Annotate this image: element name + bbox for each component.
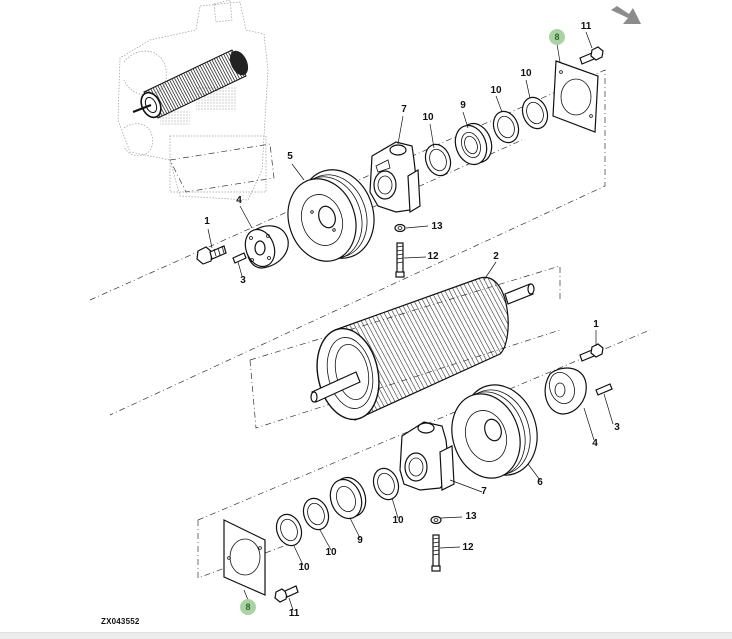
callout-part-1[interactable]: 1 [593, 319, 599, 330]
callout-part-10[interactable]: 10 [298, 562, 310, 573]
callout-part-11[interactable]: 11 [580, 21, 592, 32]
callout-part-13[interactable]: 13 [431, 221, 443, 232]
callout-part-4[interactable]: 4 [236, 195, 242, 206]
part-10-seal-d[interactable] [369, 465, 402, 503]
callout-part-10[interactable]: 10 [520, 68, 532, 79]
callout-part-9[interactable]: 9 [357, 535, 363, 546]
callout-part-12[interactable]: 12 [462, 542, 474, 553]
part-13-washer-bottom[interactable] [430, 515, 442, 525]
callout-part-3[interactable]: 3 [240, 275, 246, 286]
part-13-washer-top[interactable] [394, 223, 406, 233]
callout-part-6[interactable]: 6 [537, 477, 543, 488]
callout-part-13[interactable]: 13 [465, 511, 477, 522]
callout-part-10[interactable]: 10 [422, 112, 434, 123]
part-4-hub-top[interactable] [240, 225, 289, 270]
part-1-bolt-top[interactable] [196, 245, 227, 265]
part-4-hub-bottom[interactable] [544, 367, 587, 415]
machine-context-illustration [117, 0, 275, 201]
part-5-pulley[interactable] [278, 160, 386, 270]
part-9-bearing-top[interactable] [450, 119, 497, 169]
callout-part-4[interactable]: 4 [592, 438, 598, 449]
next-page-arrow-icon[interactable] [609, 4, 643, 28]
leader-lines [207, 31, 614, 611]
part-3-key-top[interactable] [232, 252, 247, 264]
bottom-scroll-band [0, 632, 732, 639]
callout-part-7[interactable]: 7 [401, 104, 407, 115]
callout-part-10[interactable]: 10 [392, 515, 404, 526]
figure-id: ZX043552 [101, 617, 140, 626]
bottom-assembly-envelope [197, 329, 651, 579]
part-1-bolt-bottom[interactable] [579, 343, 604, 362]
part-10-seal-e[interactable] [299, 495, 332, 533]
part-10-seal-b[interactable] [489, 108, 522, 146]
callout-part-11[interactable]: 11 [288, 608, 300, 619]
callout-part-9[interactable]: 9 [460, 100, 466, 111]
part-6-pulley[interactable] [441, 375, 548, 487]
part-10-seal-c[interactable] [518, 94, 551, 132]
callout-part-7[interactable]: 7 [481, 486, 487, 497]
part-3-key-bottom[interactable] [595, 383, 613, 396]
part-7-bearing-housing-top[interactable] [369, 141, 421, 214]
callout-part-12[interactable]: 12 [427, 251, 439, 262]
callout-part-8-highlighted[interactable]: 8 [240, 599, 256, 615]
part-9-bearing-bottom[interactable] [325, 473, 371, 523]
callout-part-8-highlighted[interactable]: 8 [549, 29, 565, 45]
part-8-plate-bottom[interactable] [223, 519, 266, 596]
part-11-bolt-top[interactable] [579, 46, 604, 65]
roller-location-highlight [132, 49, 249, 119]
callout-part-10[interactable]: 10 [490, 85, 502, 96]
callout-part-3[interactable]: 3 [614, 422, 620, 433]
part-10-seal-f[interactable] [272, 511, 305, 549]
part-8-plate-top[interactable] [552, 60, 599, 133]
callout-part-2[interactable]: 2 [493, 251, 499, 262]
part-10-seal-a[interactable] [421, 141, 454, 179]
callout-part-5[interactable]: 5 [287, 151, 293, 162]
callout-part-10[interactable]: 10 [325, 547, 337, 558]
callout-part-1[interactable]: 1 [204, 216, 210, 227]
part-12-bolt-bottom[interactable] [431, 534, 441, 572]
part-12-bolt-top[interactable] [395, 242, 405, 278]
part-11-bolt-bottom[interactable] [274, 585, 299, 603]
part-7-bearing-housing-bottom[interactable] [399, 421, 455, 491]
